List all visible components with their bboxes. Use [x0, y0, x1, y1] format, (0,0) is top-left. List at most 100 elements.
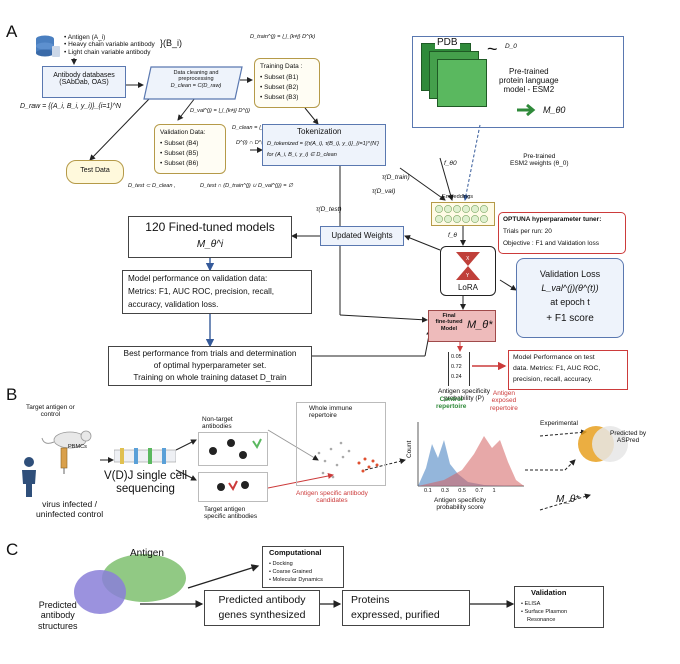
training-title: Training Data :	[260, 63, 303, 70]
d0-label: D_0	[505, 43, 517, 50]
predicted-aspred-label: Predicted by ASPred	[610, 430, 646, 445]
val-perf-line-3: accuracy, validation loss.	[128, 300, 219, 309]
validation-data-box: Validation Data: • Subset (B4) • Subset …	[154, 124, 226, 174]
val-loss-formula: L_val^(j)(θ^(t))	[541, 283, 599, 293]
final-model-label: Final fine-tuned Model	[433, 313, 465, 332]
person-icon	[22, 457, 36, 497]
prob-label: Antigen specificity probability (P)	[424, 388, 504, 403]
tau-train-label: τ(D_train)	[382, 174, 410, 181]
control-line-2: repertoire	[436, 403, 467, 411]
target-ab-line-2: specific antibodies	[204, 513, 258, 521]
infected-line-1: virus infected /	[42, 499, 97, 509]
d-test-subset: D_test ⊂ D_clean ,	[128, 183, 176, 189]
exposed-repertoire-label: Antigen exposed repertoire	[490, 390, 518, 412]
sequencing-label: V(D)J single cell sequencing	[104, 470, 187, 496]
fine-tuned-models-box: 120 Fined-tuned models M_θ^i	[128, 216, 292, 258]
control-line-1: Control	[439, 396, 463, 403]
prob-label-line-1: Antigen specificity	[437, 388, 491, 395]
optuna-title: OPTUNA hyperparameter tuner:	[503, 216, 602, 223]
resonance-item: Resonance	[527, 617, 556, 623]
validation-loss-box: Validation Loss L_val^(j)(θ^(t)) at epoc…	[516, 258, 624, 338]
repertoire-line-1: Whole immune	[309, 405, 353, 412]
validation-item-b6: Subset (B6)	[164, 160, 199, 167]
cleaning-text: Data cleaning and preprocessing D_clean …	[160, 70, 232, 89]
database-icon	[36, 35, 60, 57]
test-perf-line-2: data. Metrics: F1, AUC ROC,	[513, 365, 601, 372]
computational-box: Computational • Docking • Coarse Grained…	[262, 546, 344, 588]
val-perf-line-1: Model performance on validation data:	[128, 274, 268, 283]
pretrained-model-box: PDB ~ D_0 Pre-trained protein language m…	[412, 36, 624, 128]
validation-performance-box: Model performance on validation data: Me…	[122, 270, 312, 314]
non-target-cells-icon	[209, 438, 262, 459]
elisa-item: ELISA	[524, 601, 541, 607]
d-train-def: D_train^(j) = ⋃_{k≠j} D^(k)	[250, 34, 316, 40]
validation-item-b4: Subset (B4)	[164, 140, 199, 147]
x-ticks: 0.1 0.3 0.5 0.7 1	[424, 488, 496, 494]
training-item-b3: Subset (B3)	[264, 94, 299, 101]
predicted-structures-line-3: structures	[38, 620, 78, 631]
cleaning-shape	[143, 66, 243, 100]
pbmcs-label: PBMCs	[68, 444, 87, 450]
pdb-stack-front	[437, 59, 487, 107]
target-line-1: Target antigen or	[26, 404, 75, 411]
candidates-line-2: candidates	[316, 497, 348, 505]
optuna-objective: Objective : F1 and Validation loss	[503, 240, 599, 247]
fine-tuned-models-title: 120 Fined-tuned models	[145, 220, 275, 234]
target-cells-icon	[217, 480, 249, 491]
d-test-disjoint: D_test ∩ (D_train^(j) ∪ D_val^(j)) = ∅	[200, 183, 293, 189]
non-target-label: Non-target antibodies	[202, 416, 233, 431]
brace-label: }(B_i)	[160, 38, 183, 48]
embeddings-box	[431, 202, 495, 226]
lora-hourglass-icon: X Y	[456, 252, 480, 280]
antigen-item: Antigen (A_i)	[67, 34, 106, 41]
proteins-line-2: expressed, purified	[351, 609, 440, 621]
best-perf-line-3: Training on whole training dataset D_tra…	[133, 372, 287, 382]
experimental-label: Experimental	[540, 420, 578, 427]
antigen-label: Antigen	[130, 548, 164, 559]
candidates-line-1: Antigen specific antibody	[296, 490, 368, 497]
tick-3: 0.5	[458, 488, 466, 494]
coarse-grained-item: Coarse Grained	[272, 569, 313, 575]
embedding-circles	[435, 205, 488, 223]
genes-line-2: genes synthesized	[218, 609, 306, 621]
m-theta0-label: M_θ0	[543, 105, 566, 115]
x-axis-label: Antigen specificity probability score	[434, 497, 486, 512]
infected-label: virus infected / uninfected control	[36, 499, 104, 520]
plm-line-2: protein language	[499, 76, 559, 86]
predicted-line-1: Predicted by	[610, 430, 647, 437]
infected-line-2: uninfected control	[36, 508, 104, 519]
protein-structure-icon	[74, 554, 186, 614]
panel-label-a: A	[6, 22, 18, 41]
final-model-line-2: fine-tuned	[435, 319, 463, 326]
validation-title: Validation Data:	[160, 129, 206, 136]
distribution-plot	[417, 422, 524, 487]
fine-tuned-models-symbol: M_θ^i	[196, 239, 224, 250]
exposed-line-1: Antigen	[492, 390, 515, 397]
final-model-line-3: Model	[440, 325, 458, 332]
esm-weights-line-1: Pre-trained	[523, 153, 556, 160]
computational-title: Computational	[269, 548, 322, 557]
target-line-2: control	[40, 411, 61, 419]
tokenization-box: Tokenization D_tokenized = {(τ(A_i), τ(B…	[262, 124, 386, 166]
tick-1: 0.1	[424, 488, 432, 494]
exposed-line-3: repertoire	[490, 404, 518, 412]
control-repertoire-label: Control repertoire	[436, 396, 466, 411]
d-val-def: D_val^(j) = ⋃_{k≠j} D^(j)	[190, 108, 251, 114]
sequencing-line-1: V(D)J single cell	[104, 470, 188, 482]
cleaning-formula: D_clean = C(D_raw)	[170, 82, 222, 89]
prob-label-line-2: probability (P)	[443, 395, 485, 403]
cleaning-line-2: preprocessing	[178, 76, 214, 83]
test-perf-line-3: precision, recall, accuracy.	[513, 376, 593, 383]
f-theta0-label: f_θ0	[444, 160, 457, 167]
venn-icon	[578, 426, 628, 462]
final-model-line-1: Final	[442, 313, 456, 319]
genes-synthesized-box: Predicted antibody genes synthesized	[204, 590, 320, 626]
repertoire-line-2: repertoire	[309, 412, 337, 420]
test-data-box: Test Data	[66, 160, 124, 184]
plm-text: Pre-trained protein language model - ESM…	[499, 67, 559, 95]
esm-weights-label: Pre-trained ESM2 weights (θ_0)	[510, 153, 569, 168]
lora-label: LoRA	[457, 283, 478, 292]
validation-item-b5: Subset (B5)	[164, 150, 199, 157]
heavy-chain-item: Heavy chain variable antibody	[68, 41, 155, 49]
docking-item: Docking	[272, 561, 293, 567]
